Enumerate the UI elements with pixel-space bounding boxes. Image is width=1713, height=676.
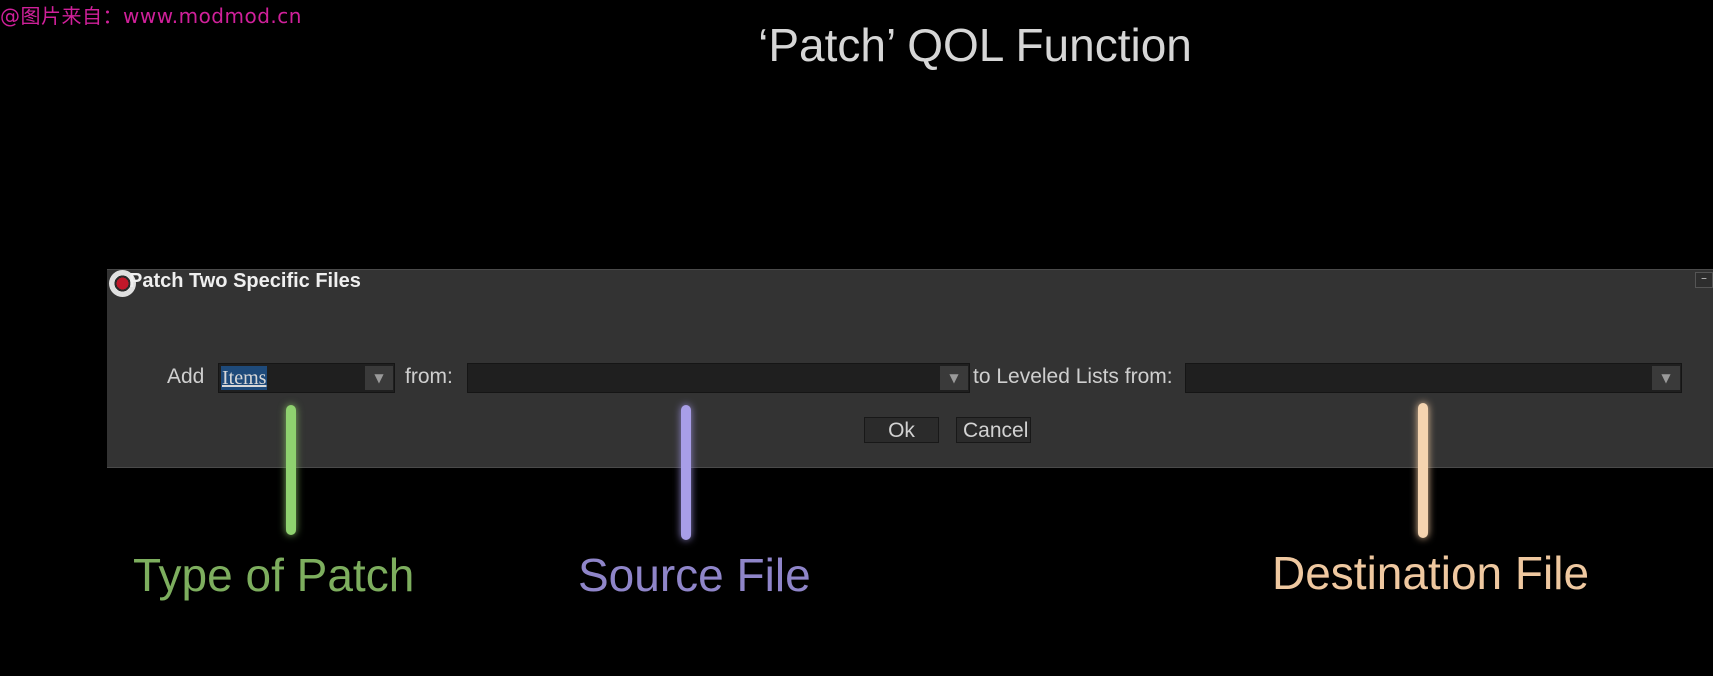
ok-button[interactable]: Ok [864, 417, 939, 443]
watermark-text: @图片来自：www.modmod.cn [0, 4, 302, 28]
cancel-button[interactable]: Cancel [956, 417, 1031, 443]
chevron-down-icon[interactable]: ▼ [1652, 366, 1680, 390]
source-file-value [470, 366, 472, 390]
chevron-down-icon[interactable]: ▼ [365, 366, 393, 390]
type-of-patch-caption: Type of Patch [133, 549, 415, 601]
chevron-down-icon[interactable]: ▼ [940, 366, 968, 390]
patch-type-value: Items [221, 366, 268, 390]
patch-dialog: Patch Two Specific Files – Add Items ▼ f… [107, 269, 1713, 468]
source-indicator-line [681, 405, 691, 540]
source-file-caption: Source File [578, 549, 811, 601]
add-label: Add [167, 365, 205, 388]
destination-file-select[interactable]: ▼ [1185, 363, 1682, 393]
destination-file-caption: Destination File [1272, 547, 1590, 599]
app-icon [109, 270, 136, 297]
destination-file-value [1188, 366, 1190, 390]
from-label: from: [405, 365, 453, 388]
to-leveled-lists-label: to Leveled Lists from: [973, 365, 1173, 388]
type-indicator-line [286, 405, 296, 535]
destination-indicator-line [1418, 403, 1428, 538]
patch-type-select[interactable]: Items ▼ [218, 363, 395, 393]
page-headline: ‘Patch’ QOL Function [758, 19, 1192, 71]
dialog-title: Patch Two Specific Files [129, 270, 361, 292]
source-file-select[interactable]: ▼ [467, 363, 970, 393]
minimize-button[interactable]: – [1695, 272, 1713, 288]
